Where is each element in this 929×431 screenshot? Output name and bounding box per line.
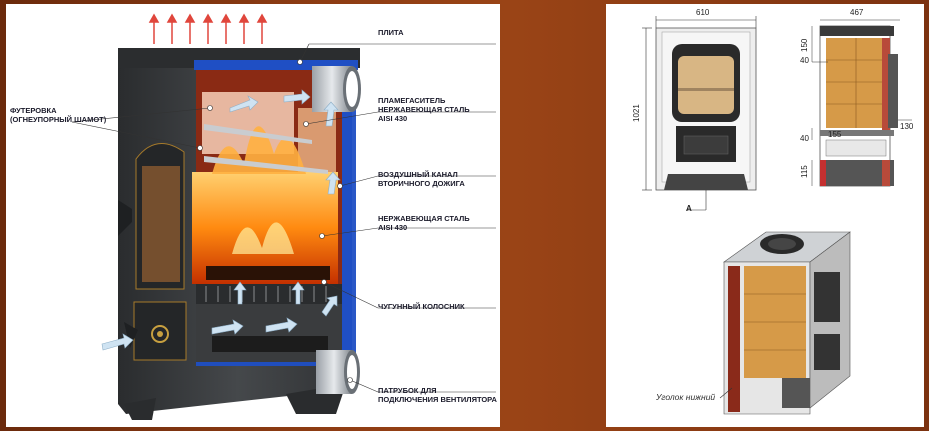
side-section-view (811, 19, 912, 187)
dim-front-height: 1021 (632, 104, 641, 122)
dim-155: 155 (828, 130, 842, 139)
callout-lining-line1: ФУТЕРОВКА (10, 106, 57, 115)
logs (206, 266, 330, 280)
dim-40-top: 40 (800, 56, 809, 65)
callout-steel: НЕРЖАВЕЮЩАЯ СТАЛЬ AISI 430 (378, 214, 470, 232)
door-handle (118, 200, 132, 236)
callout-air-channel-line2: ВТОРИЧНОГО ДОЖИГА (378, 179, 465, 188)
dim-front-width: 610 (696, 8, 710, 17)
section-mark: А (686, 204, 692, 213)
callout-pipe: ПАТРУБОК ДЛЯ ПОДКЛЮЧЕНИЯ ВЕНТИЛЯТОРА (378, 386, 497, 404)
grate (196, 284, 342, 304)
dim-130: 130 (900, 122, 914, 131)
callout-pipe-line2: ПОДКЛЮЧЕНИЯ ВЕНТИЛЯТОРА (378, 395, 497, 404)
callout-flame-arrester-line2: НЕРЖАВЕЮЩАЯ СТАЛЬ (378, 105, 470, 114)
callout-flame-arrester: ПЛАМЕГАСИТЕЛЬ НЕРЖАВЕЮЩАЯ СТАЛЬ AISI 430 (378, 96, 470, 123)
bottom-pipe (316, 350, 360, 394)
top-pipe (312, 66, 361, 112)
front-view (642, 16, 757, 211)
callout-steel-line1: НЕРЖАВЕЮЩАЯ СТАЛЬ (378, 214, 470, 223)
dim-115: 115 (800, 165, 809, 178)
isometric-view (719, 231, 851, 415)
door-glass (142, 166, 180, 282)
callout-plate: ПЛИТА (378, 28, 404, 37)
flame-arrester (204, 124, 312, 144)
callout-lining-line2: (ОГНЕУПОРНЫЙ ШАМОТ) (10, 115, 107, 124)
heat-arrows (148, 13, 268, 44)
dim-150: 150 (800, 38, 809, 52)
callout-flame-arrester-line1: ПЛАМЕГАСИТЕЛЬ (378, 96, 446, 105)
label-lower-corner: Уголок нижний (656, 392, 716, 402)
callout-air-channel: ВОЗДУШНЫЙ КАНАЛ ВТОРИЧНОГО ДОЖИГА (378, 170, 465, 188)
callout-air-channel-line1: ВОЗДУШНЫЙ КАНАЛ (378, 170, 458, 179)
fire (192, 172, 338, 284)
dim-40-bottom: 40 (800, 134, 809, 143)
cutaway-illustration-panel: ПЛИТА ФУТЕРОВКА (ОГНЕУПОРНЫЙ ШАМОТ) ПЛАМ… (6, 4, 500, 427)
technical-drawings-panel: 610 1021 А 467 150 40 130 40 155 115 Уго… (606, 4, 924, 427)
technical-drawings (642, 16, 912, 415)
dim-side-width: 467 (850, 8, 864, 17)
callout-steel-line2: AISI 430 (378, 223, 408, 232)
callout-lining: ФУТЕРОВКА (ОГНЕУПОРНЫЙ ШАМОТ) (10, 106, 106, 124)
airflow-arrows (101, 89, 341, 351)
callout-grate: ЧУГУННЫЙ КОЛОСНИК (378, 302, 465, 311)
callout-flame-arrester-line3: AISI 430 (378, 114, 408, 123)
stove-cutaway-drawing (71, 13, 496, 420)
callout-pipe-line1: ПАТРУБОК ДЛЯ (378, 386, 437, 395)
